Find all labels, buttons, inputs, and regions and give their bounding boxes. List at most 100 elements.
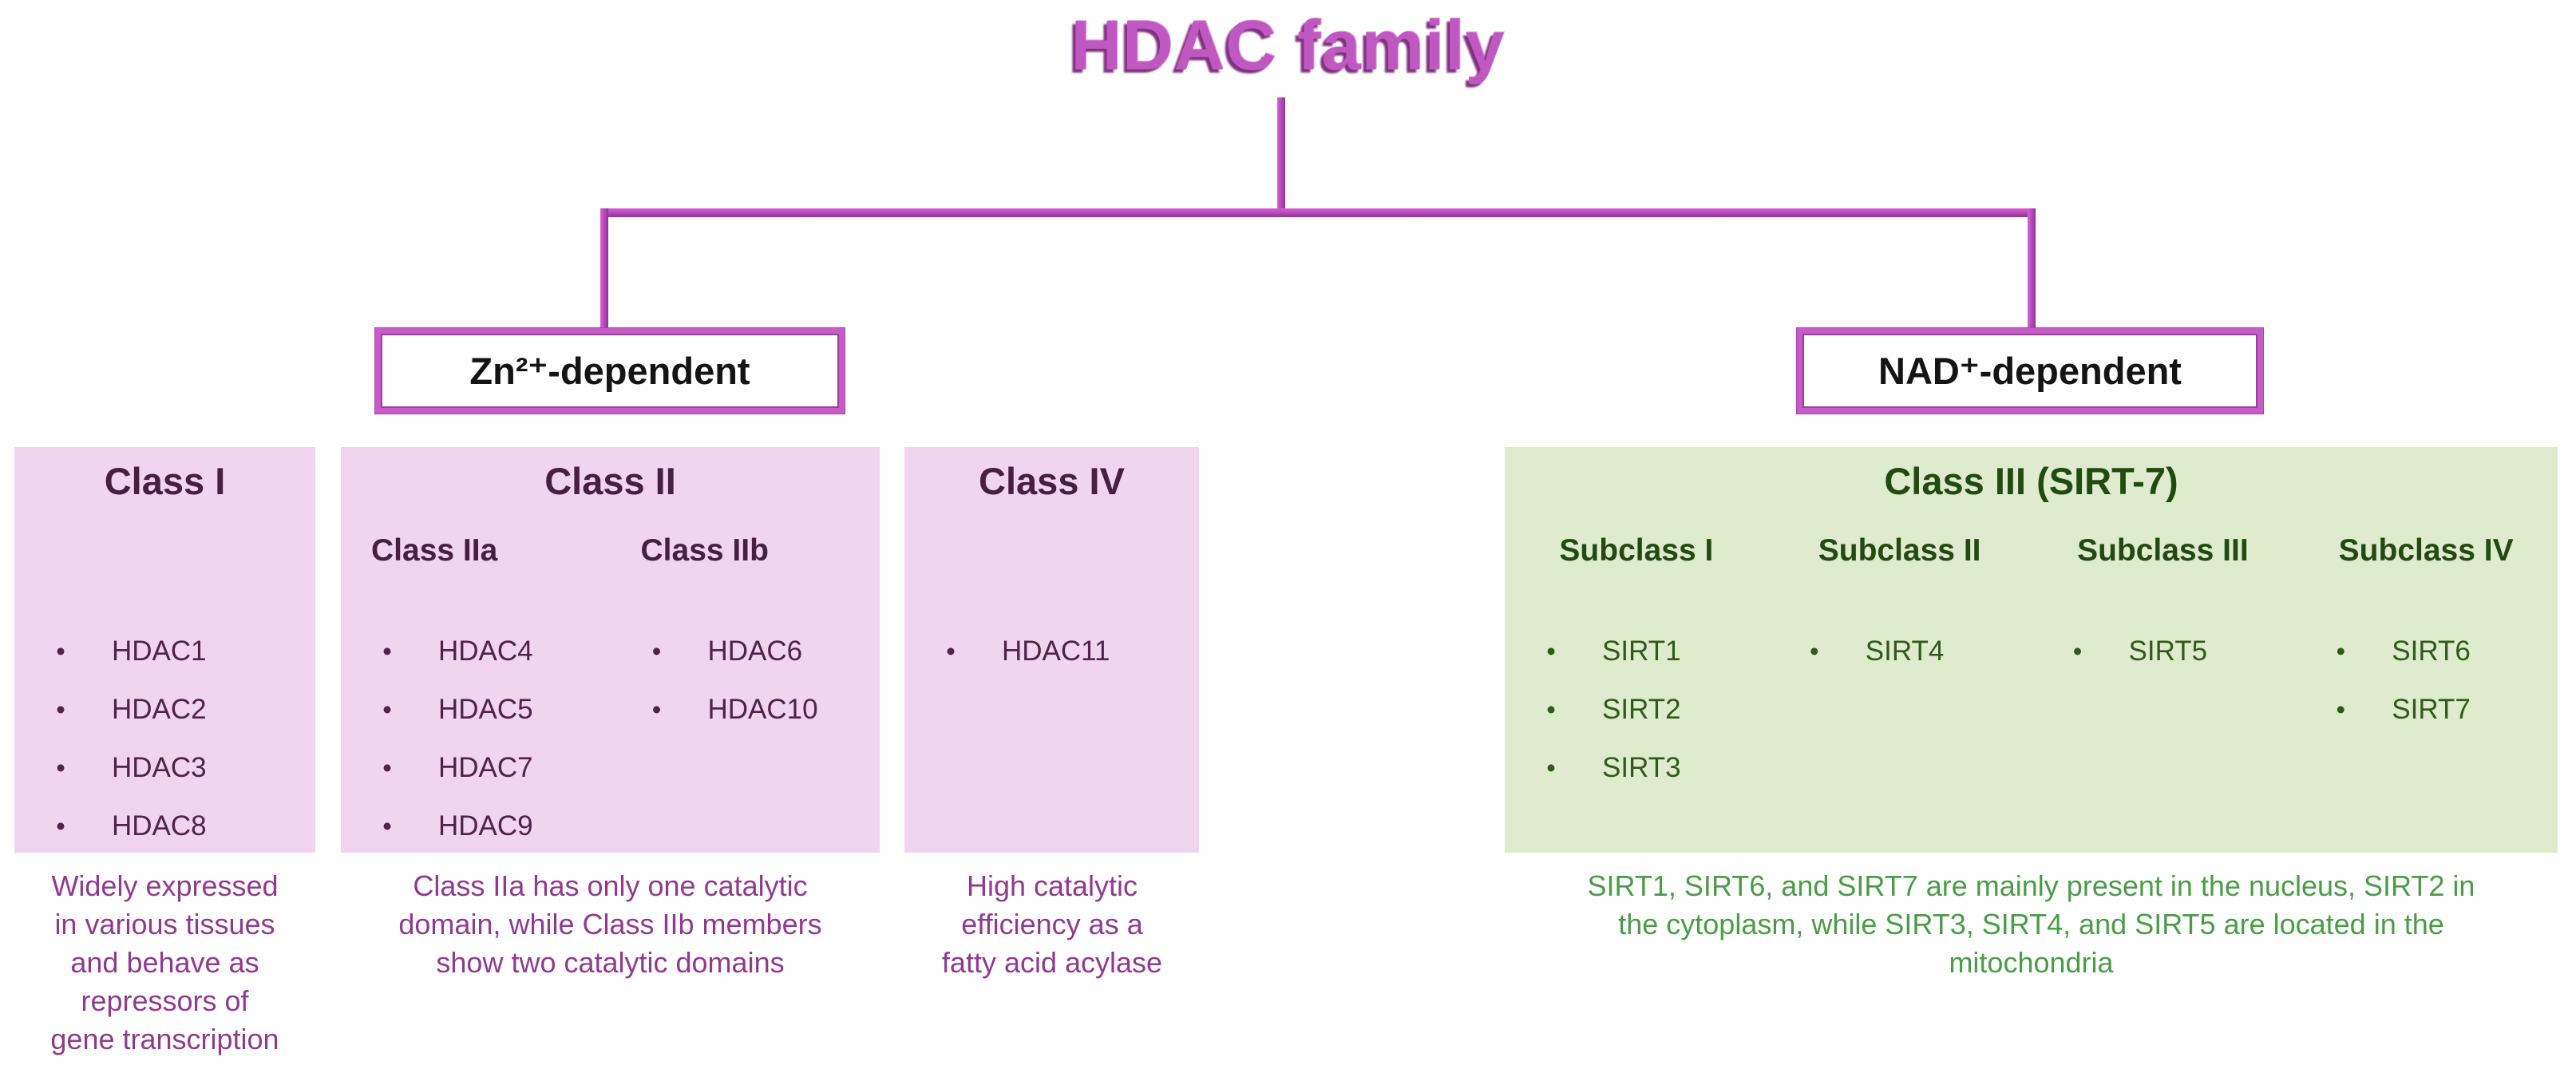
list-item: •SIRT6 [2294, 622, 2558, 680]
item-label: HDAC4 [438, 635, 533, 667]
subclass1-subheader: Subclass I [1559, 533, 1714, 568]
bullet-icon: • [382, 752, 392, 782]
bullet-icon: • [651, 636, 662, 666]
list-item: •SIRT1 [1505, 622, 1768, 680]
subclass2-subheader: Subclass II [1818, 533, 1981, 568]
item-label: SIRT5 [2128, 635, 2208, 667]
bullet-icon: • [56, 636, 65, 666]
list-item: • HDAC10 [611, 680, 880, 738]
bullet-icon: • [56, 694, 65, 724]
item-label: SIRT4 [1865, 635, 1945, 667]
subclass4-column: Subclass IV •SIRT6•SIRT7 [2294, 531, 2558, 797]
class1-item-list: • HDAC1 • HDAC2 • HDAC3 • HDAC8 [14, 622, 315, 855]
class1-title: Class I [104, 460, 226, 502]
list-item: • SIRT5 [2032, 622, 2295, 680]
list-item: • SIRT3 [1505, 738, 1768, 797]
subclass2-column: Subclass II • SIRT4 [1768, 531, 2032, 797]
class2-columns: Class IIa • HDAC4 • HDAC5 • HDAC7 • HDAC9 Class… [341, 531, 880, 855]
connector-stem-line [1277, 97, 1285, 214]
list-item: • HDAC2 [14, 680, 315, 738]
subclass3-subheader: Subclass III [2077, 533, 2249, 568]
class4-box: Class IV • HDAC11 [904, 447, 1199, 853]
connector-horizontal-line [600, 208, 2036, 217]
subclass4-item-list: •SIRT6•SIRT7 [2294, 622, 2558, 738]
page-title: HDAC family [1070, 6, 1506, 85]
bullet-icon: • [382, 636, 392, 666]
zn-dependent-label: Zn²⁺-dependent [469, 349, 750, 392]
list-item: • HDAC5 [341, 680, 611, 738]
class2-box: Class II Class IIa •HDAC4•HDAC5•HDAC7•HD… [341, 447, 880, 853]
item-label: HDAC10 [707, 693, 818, 725]
class4-subheader [904, 531, 1199, 622]
item-label: SIRT3 [1602, 751, 1681, 783]
nad-dependent-label: NAD⁺-dependent [1878, 349, 2182, 392]
class3-caption: SIRT1, SIRT6, and SIRT7 are mainly prese… [1587, 869, 2475, 979]
class2a-subheader: Class IIa [371, 533, 498, 568]
list-item: • SIRT4 [1768, 622, 2032, 680]
subclass3-column: Subclass III • SIRT5 [2032, 531, 2295, 797]
bullet-icon: • [1546, 694, 1556, 724]
class3-columns: Subclass I •SIRT1•SIRT2•SIRT3 Subclass I… [1505, 531, 2558, 797]
bullet-icon: • [56, 810, 65, 841]
list-item: • HDAC3 [14, 738, 315, 797]
class2a-column: Class IIa • HDAC4 • HDAC5 • HDAC7 • HDAC9 [341, 531, 611, 855]
list-item: • HDAC11 [904, 622, 1199, 680]
class4-title: Class IV [979, 460, 1125, 502]
item-label: HDAC7 [438, 751, 533, 783]
list-item: • HDAC4 [341, 622, 611, 680]
item-label: HDAC3 [112, 751, 207, 783]
bullet-icon: • [2072, 636, 2083, 666]
class2-caption: Class IIa has only one catalytic domain,… [398, 869, 822, 979]
class2a-item-list: • HDAC4 • HDAC5 • HDAC7 • HDAC9 [341, 622, 611, 855]
list-item: • SIRT2 [1505, 680, 1768, 738]
class4-caption: High catalytic efficiency as a fatty aci… [941, 869, 1163, 979]
bullet-icon: • [1546, 752, 1556, 782]
class1-caption: Widely expressed in various tissues and … [50, 869, 279, 1055]
subclass1-column: Subclass I •SIRT1 • SIRT2 • SIRT3 [1505, 531, 1768, 797]
connector-right-drop-line [2028, 208, 2036, 334]
list-item: •HDAC6 [611, 622, 880, 680]
class2b-column: Class IIb •HDAC6•HDAC10 [611, 531, 880, 855]
bullet-icon: • [651, 694, 662, 724]
list-item: • HDAC9 [341, 797, 611, 855]
item-label: HDAC1 [112, 635, 207, 667]
item-label: HDAC2 [112, 693, 207, 725]
item-label: HDAC5 [438, 693, 533, 725]
subclass2-item-list: • SIRT4 [1768, 622, 2032, 680]
class1-box: Class I • HDAC1 • HDAC2 • HDAC3 • HDAC8 [14, 447, 315, 853]
class3-box: Class III (SIRT-7) Subclass I •SIRT1•SIR… [1505, 447, 2558, 853]
class2b-item-list: •HDAC6•HDAC10 [611, 622, 880, 738]
class2b-subheader: Class IIb [640, 533, 769, 568]
subclass4-subheader: Subclass IV [2338, 533, 2514, 568]
class1-columns: • HDAC1 • HDAC2 • HDAC3 • HDAC8 [14, 531, 315, 855]
list-item: • HDAC7 [341, 738, 611, 797]
bullet-icon: • [2336, 694, 2346, 724]
bullet-icon: • [382, 694, 392, 724]
class2-title: Class II [544, 460, 676, 502]
bullet-icon: • [2336, 636, 2346, 666]
item-label: SIRT1 [1602, 635, 1681, 667]
class4-columns: • HDAC11 [904, 531, 1199, 680]
bullet-icon: • [1809, 636, 1819, 666]
nad-dependent-box: NAD⁺-dependent [1797, 328, 2263, 414]
class3-title: Class III (SIRT-7) [1884, 460, 2178, 502]
connector-left-drop-line [600, 208, 608, 334]
item-label: HDAC11 [1002, 635, 1110, 667]
list-item: • HDAC1 [14, 622, 315, 680]
class4-item-list: • HDAC11 [904, 622, 1199, 680]
bullet-icon: • [382, 810, 392, 841]
bullet-icon: • [946, 636, 956, 666]
zn-dependent-box: Zn²⁺-dependent [375, 328, 845, 414]
item-label: SIRT7 [2392, 693, 2471, 725]
item-label: HDAC8 [112, 810, 207, 841]
list-item: • SIRT7 [2294, 680, 2558, 738]
class4-column: • HDAC11 [904, 531, 1199, 680]
subclass3-item-list: • SIRT5 [2032, 622, 2295, 680]
item-label: SIRT2 [1602, 693, 1681, 725]
subclass1-item-list: •SIRT1 • SIRT2 • SIRT3 [1505, 622, 1768, 797]
list-item: • HDAC8 [14, 797, 315, 855]
class1-column: • HDAC1 • HDAC2 • HDAC3 • HDAC8 [14, 531, 315, 855]
item-label: HDAC9 [438, 810, 533, 841]
class1-subheader [14, 531, 315, 622]
bullet-icon: • [56, 752, 65, 782]
